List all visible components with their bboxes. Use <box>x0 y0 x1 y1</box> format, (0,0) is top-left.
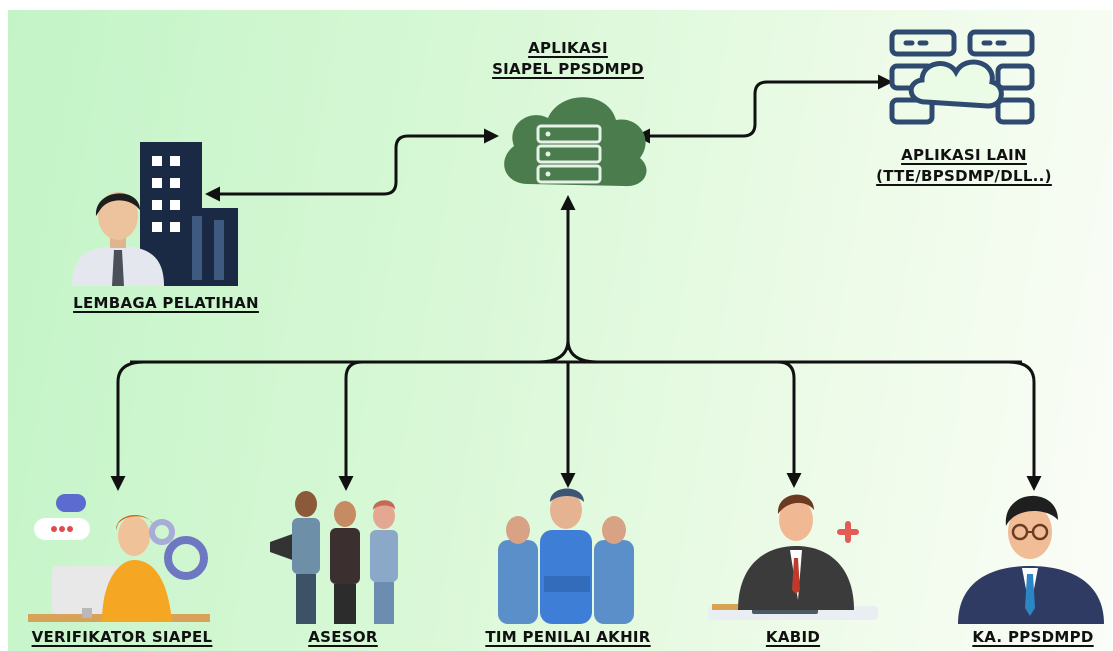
ka-ppsdmpd-illustration <box>958 495 1104 624</box>
asesor-illustration <box>270 491 398 624</box>
role-label-asesor: ASESOR <box>308 628 378 646</box>
app-title-line1: APLIKASI <box>528 39 608 57</box>
institution-label: LEMBAGA PELATIHAN <box>73 294 259 312</box>
join-arc <box>537 339 599 364</box>
role-label-tim: TIM PENILAI AKHIR <box>485 628 651 646</box>
role-label-ka: KA. PPSDMPD <box>972 628 1094 646</box>
app-title: APLIKASI SIAPEL PPSDMPD <box>488 38 648 80</box>
external-app-label: APLIKASI LAIN (TTE/BPSDMP/DLL..) <box>870 145 1058 187</box>
arrow-to-asesor <box>338 360 363 491</box>
arrow-to-kabid <box>777 360 802 488</box>
cloud-server-icon <box>504 97 647 187</box>
arrow-to-verifikator <box>110 360 145 491</box>
arrow-to-ka <box>1007 360 1042 491</box>
kabid-illustration <box>708 494 878 620</box>
tim-penilai-illustration <box>498 488 634 624</box>
external-app-line2: (TTE/BPSDMP/DLL..) <box>876 167 1052 185</box>
role-label-verifikator: VERIFIKATOR SIAPEL <box>31 628 213 646</box>
external-app-line1: APLIKASI LAIN <box>901 146 1027 164</box>
institution-person-icon <box>72 192 164 286</box>
arrow-app-to-institution <box>205 128 499 202</box>
verifikator-illustration <box>28 494 210 622</box>
diagram-canvas: APLIKASI SIAPEL PPSDMPD APLIKASI LAIN (T… <box>8 10 1112 651</box>
arrow-app-to-external <box>635 74 893 144</box>
connector-arrows <box>110 74 1042 491</box>
diagram-svg <box>28 29 1104 624</box>
app-title-line2: SIAPEL PPSDMPD <box>492 60 644 78</box>
role-label-kabid: KABID <box>765 628 821 646</box>
server-rack-icon <box>889 29 1035 125</box>
